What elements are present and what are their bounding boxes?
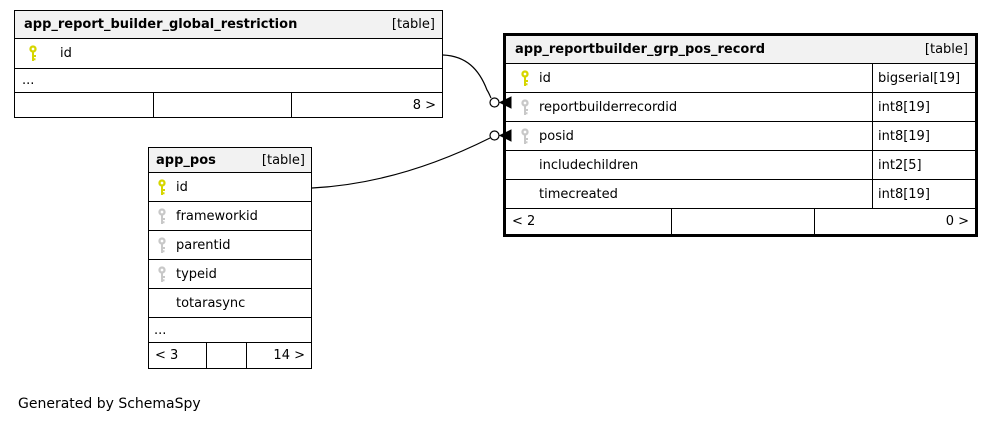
foreign-key-icon	[520, 98, 530, 116]
column-type: int8[19]	[872, 122, 975, 150]
table-app-report-builder-global-restriction: app_report_builder_global_restriction [t…	[14, 10, 443, 118]
no-key-spacer	[520, 186, 530, 203]
column-row[interactable]: parentid	[149, 231, 311, 260]
column-name: timecreated	[539, 186, 618, 202]
relationship-curve	[442, 54, 492, 99]
primary-key-icon	[157, 178, 167, 196]
ellipsis-label: ...	[22, 73, 35, 88]
foreign-key-icon	[520, 127, 530, 145]
column-name: includechildren	[539, 157, 639, 173]
column-name: posid	[539, 128, 574, 144]
footer-parents-cell: < 3	[155, 348, 179, 363]
column-name: id	[176, 179, 188, 195]
column-type: bigserial[19]	[872, 64, 975, 92]
column-row[interactable]: frameworkid	[149, 202, 311, 231]
column-row[interactable]: id	[149, 173, 311, 202]
footer-parents-cell	[15, 93, 153, 117]
table-header[interactable]: app_reportbuilder_grp_pos_record [table]	[506, 36, 975, 64]
column-type: int8[19]	[872, 180, 975, 208]
footer-middle-cell	[671, 209, 814, 234]
generated-by-credit: Generated by SchemaSpy	[18, 396, 201, 412]
relationship-global-restriction-to-grp-pos-record	[442, 54, 512, 109]
column-name: reportbuilderrecordid	[539, 99, 678, 115]
column-row[interactable]: id	[15, 39, 442, 69]
table-footer: < 3 14 >	[149, 343, 311, 368]
no-key-spacer	[520, 157, 530, 174]
odot-endpoint	[489, 130, 500, 141]
column-row[interactable]: typeid	[149, 260, 311, 289]
footer-middle-cell	[206, 343, 246, 368]
column-name: totarasync	[176, 295, 246, 311]
no-key-spacer	[157, 295, 167, 312]
footer-middle-cell	[153, 93, 291, 117]
foreign-key-icon	[157, 236, 167, 254]
table-app-pos: app_pos [table] id frameworkid	[148, 147, 312, 369]
hidden-columns-row: ...	[149, 318, 311, 343]
column-name: typeid	[176, 266, 217, 282]
table-title: app_pos	[156, 152, 216, 168]
column-row[interactable]: totarasync	[149, 289, 311, 318]
column-name: parentid	[176, 237, 231, 253]
column-row[interactable]: id bigserial[19]	[506, 64, 975, 93]
column-type: int2[5]	[872, 151, 975, 179]
table-title: app_reportbuilder_grp_pos_record	[515, 42, 766, 57]
relationship-pos-to-grp-pos-record	[311, 129, 512, 189]
column-row[interactable]: reportbuilderrecordid int8[19]	[506, 93, 975, 122]
column-type: int8[19]	[872, 93, 975, 121]
column-row[interactable]: timecreated int8[19]	[506, 180, 975, 209]
table-header[interactable]: app_report_builder_global_restriction [t…	[15, 11, 442, 39]
footer-parents-cell: < 2	[512, 214, 536, 229]
primary-key-icon	[28, 45, 38, 62]
column-name: frameworkid	[176, 208, 258, 224]
primary-key-icon	[520, 69, 530, 87]
column-name: id	[539, 70, 551, 86]
column-row[interactable]: posid int8[19]	[506, 122, 975, 151]
table-type-badge: [table]	[391, 17, 435, 32]
foreign-key-icon	[157, 265, 167, 283]
column-name: id	[60, 46, 72, 61]
table-title: app_report_builder_global_restriction	[24, 17, 298, 32]
hidden-columns-row: ...	[15, 69, 442, 93]
odot-endpoint	[489, 97, 500, 108]
table-app-reportbuilder-grp-pos-record: app_reportbuilder_grp_pos_record [table]…	[503, 33, 978, 237]
table-footer: < 2 0 >	[506, 209, 975, 234]
foreign-key-icon	[157, 207, 167, 225]
column-row[interactable]: includechildren int2[5]	[506, 151, 975, 180]
relationship-curve	[311, 137, 491, 189]
footer-children-cell: 0 >	[814, 209, 975, 234]
footer-children-cell: 14 >	[246, 343, 311, 368]
table-footer: 8 >	[15, 93, 442, 117]
footer-children-cell: 8 >	[291, 93, 442, 117]
table-type-badge: [table]	[261, 152, 305, 168]
table-type-badge: [table]	[924, 42, 968, 57]
ellipsis-label: ...	[154, 322, 167, 338]
table-header[interactable]: app_pos [table]	[149, 148, 311, 173]
